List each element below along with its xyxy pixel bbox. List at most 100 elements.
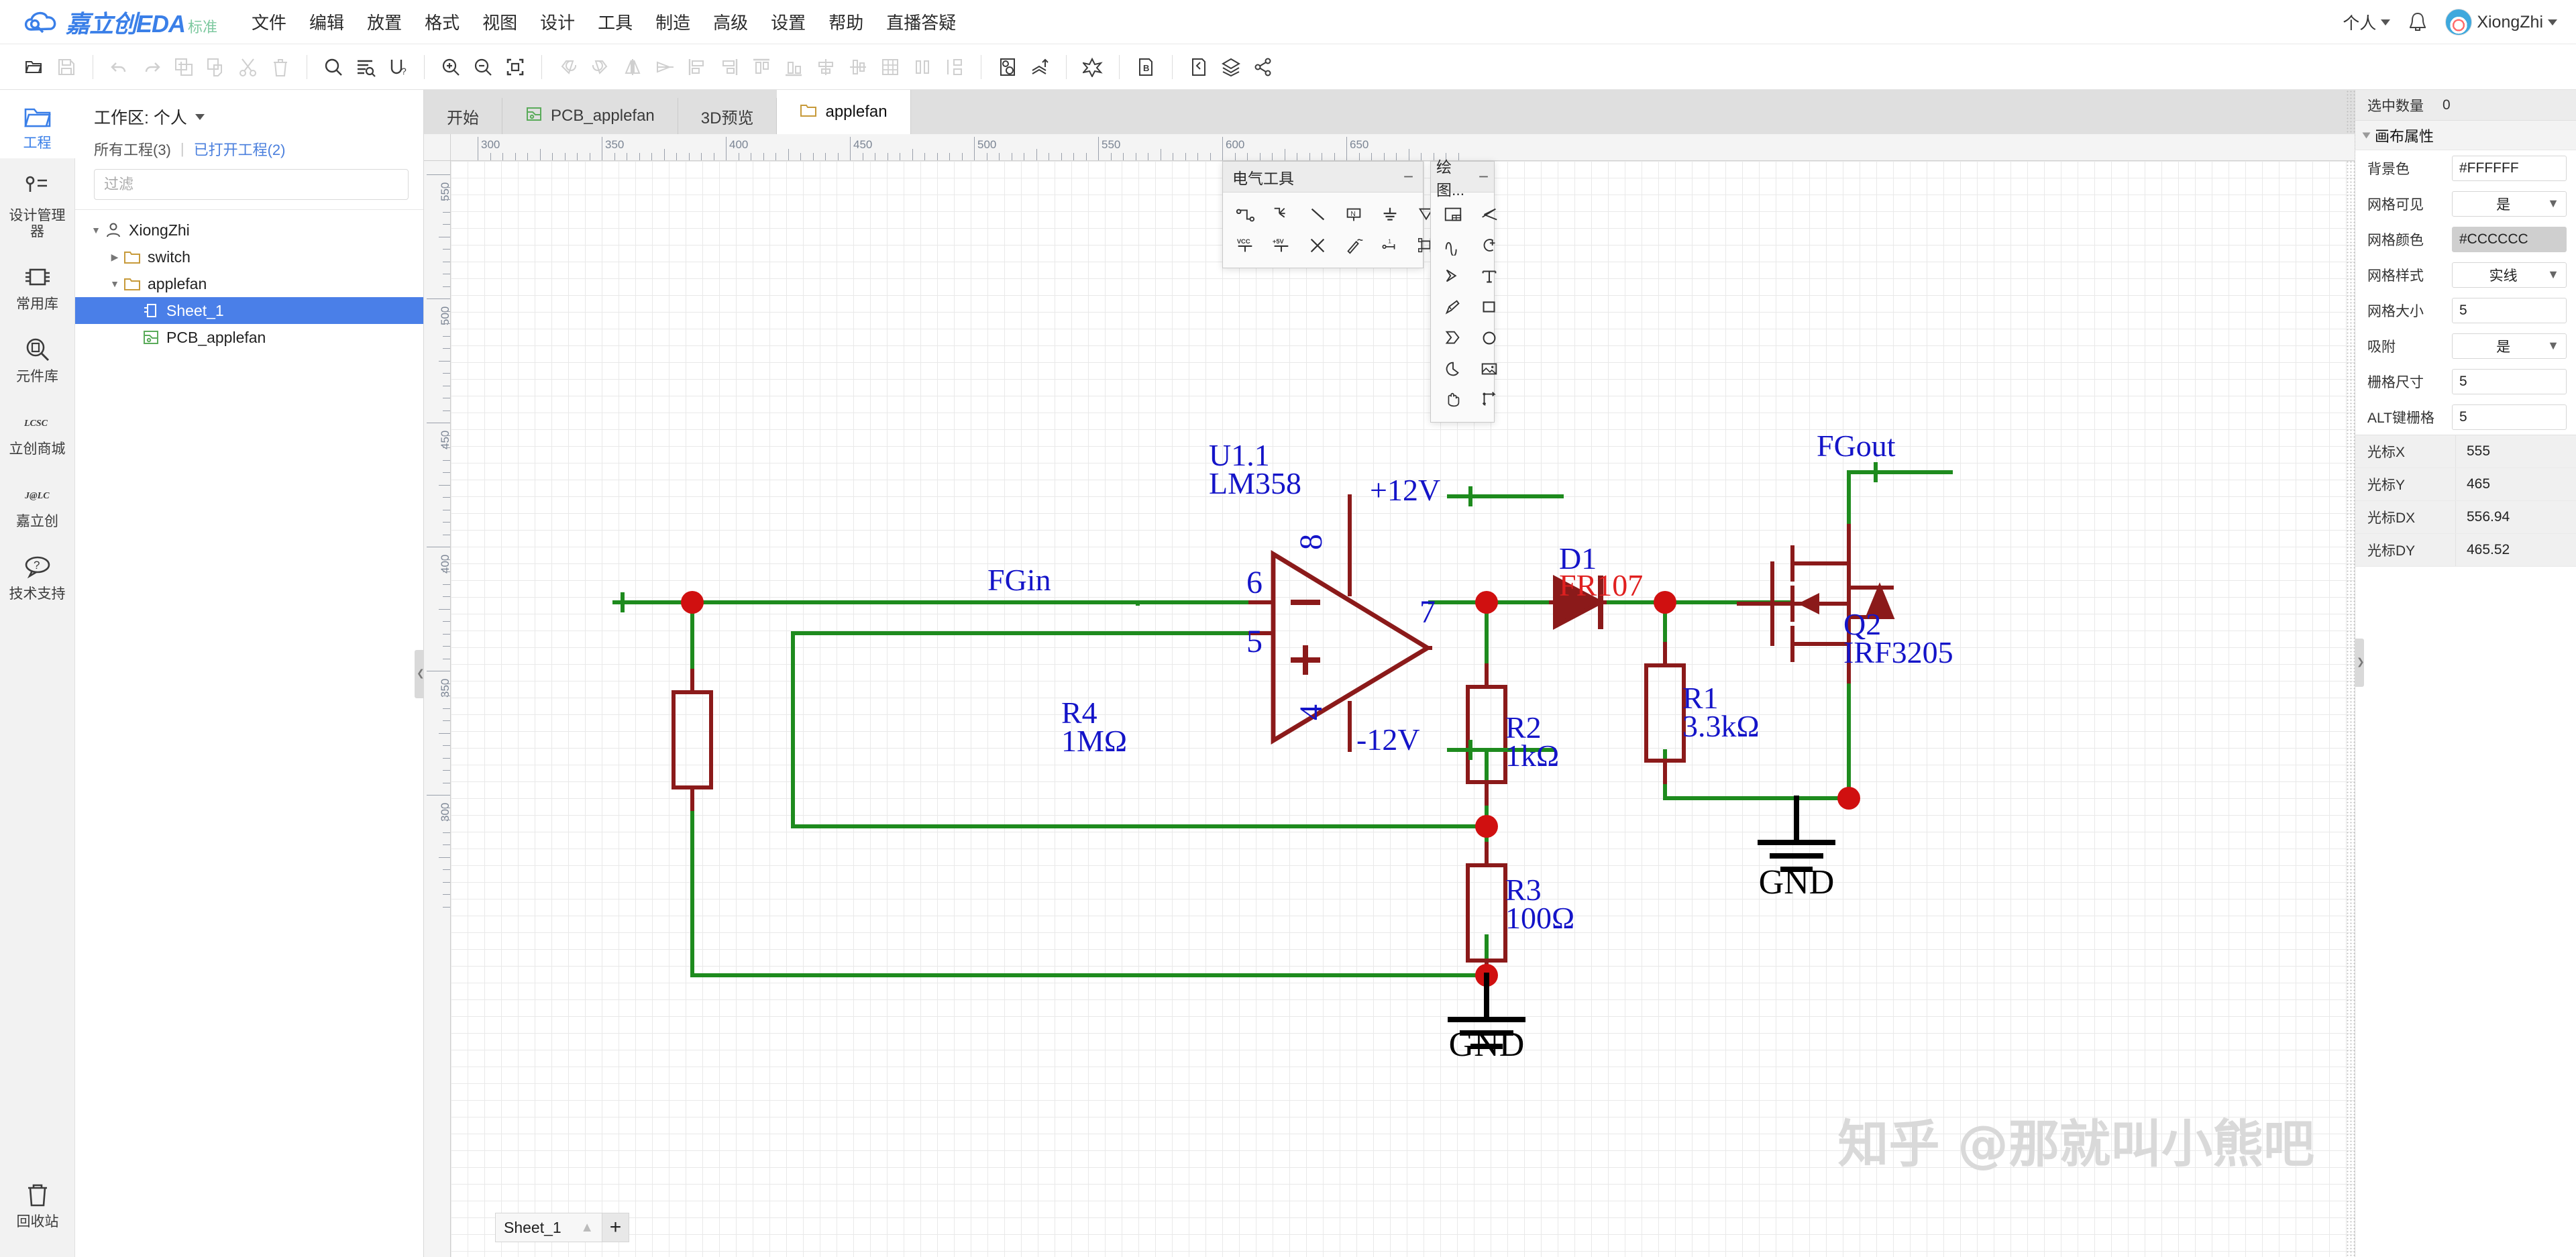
- user-menu[interactable]: XiongZhi: [2445, 9, 2557, 36]
- tree-node-sheet_1[interactable]: Sheet_1: [75, 297, 423, 324]
- properties-resize-grip[interactable]: [2346, 90, 2355, 1257]
- rail-item-0[interactable]: 设计管理器: [0, 158, 75, 247]
- filter-box[interactable]: [94, 169, 409, 200]
- open-folder-icon[interactable]: [19, 52, 50, 83]
- value-r1[interactable]: 3.3kΩ: [1682, 709, 1760, 743]
- image-export-icon[interactable]: [992, 52, 1023, 83]
- arc-icon[interactable]: [1471, 230, 1507, 261]
- gnd-label-right[interactable]: GND: [1759, 863, 1835, 901]
- menu-10[interactable]: 帮助: [828, 13, 864, 33]
- document-tab-3[interactable]: applefan: [777, 90, 911, 134]
- value-r2[interactable]: 1kΩ: [1505, 739, 1559, 773]
- recycle-bin-button[interactable]: 回收站: [0, 1179, 75, 1237]
- layers-up-icon[interactable]: [1024, 52, 1055, 83]
- tree-node-switch[interactable]: switch: [75, 243, 423, 270]
- menu-4[interactable]: 视图: [482, 13, 518, 33]
- netlabel-icon[interactable]: N: [1336, 199, 1372, 230]
- menu-8[interactable]: 高级: [713, 13, 749, 33]
- arrow-icon[interactable]: [1435, 261, 1471, 292]
- property-color-2[interactable]: #CCCCCC: [2452, 226, 2567, 252]
- tree-node-applefan[interactable]: applefan: [75, 270, 423, 297]
- designator-u11[interactable]: U1.1: [1209, 438, 1270, 472]
- document-tab-0[interactable]: 开始: [424, 98, 502, 134]
- part-irf3205[interactable]: IRF3205: [1843, 635, 1953, 669]
- filter-input[interactable]: [104, 176, 398, 193]
- property-input-0[interactable]: #FFFFFF: [2452, 155, 2567, 181]
- document-tab-2[interactable]: 3D预览: [678, 98, 777, 134]
- document-tab-1[interactable]: PCB_applefan: [502, 98, 678, 134]
- share-icon[interactable]: [1248, 52, 1279, 83]
- minimize-icon[interactable]: −: [1478, 166, 1489, 186]
- bezier-icon[interactable]: [1435, 230, 1471, 261]
- designator-r4[interactable]: R4: [1061, 696, 1097, 730]
- menu-9[interactable]: 设置: [771, 13, 806, 33]
- zoom-out-icon[interactable]: [468, 52, 498, 83]
- find-list-icon[interactable]: [350, 52, 381, 83]
- text-icon[interactable]: [1471, 261, 1507, 292]
- value-r4[interactable]: 1MΩ: [1061, 724, 1127, 758]
- vcc-flag-icon[interactable]: VCC: [1227, 230, 1263, 261]
- pencil-icon[interactable]: [1435, 292, 1471, 323]
- pin-8[interactable]: 8: [1293, 534, 1329, 550]
- pin-tool-icon[interactable]: 1: [1372, 230, 1408, 261]
- menu-11[interactable]: 直播答疑: [886, 13, 957, 33]
- rail-item-5[interactable]: ?技术支持: [0, 537, 75, 609]
- property-select-3[interactable]: 实线▼: [2452, 262, 2567, 288]
- designator-r2[interactable]: R2: [1505, 710, 1542, 745]
- account-scope-dropdown[interactable]: 个人: [2343, 10, 2391, 34]
- add-sheet-button[interactable]: +: [602, 1213, 629, 1242]
- workspace-dropdown[interactable]: 工作区: 个人: [75, 90, 423, 138]
- property-input-7[interactable]: 5: [2452, 404, 2567, 430]
- bus-entry-icon[interactable]: [1299, 199, 1336, 230]
- designator-r3[interactable]: R3: [1505, 873, 1542, 907]
- polyline-icon[interactable]: [1471, 199, 1507, 230]
- net-label-fgout[interactable]: FGout: [1817, 429, 1896, 463]
- image-icon[interactable]: [1471, 353, 1507, 384]
- power-minus12v[interactable]: -12V: [1356, 722, 1420, 757]
- drawing-palette-header[interactable]: 绘图... −: [1431, 158, 1494, 199]
- pin-6[interactable]: 6: [1246, 565, 1263, 600]
- part-fr107[interactable]: FR107: [1559, 568, 1643, 602]
- pie-icon[interactable]: [1435, 353, 1471, 384]
- property-select-1[interactable]: 是▼: [2452, 190, 2567, 217]
- canvas-frame-icon[interactable]: [1435, 199, 1471, 230]
- rectangle-icon[interactable]: [1471, 292, 1507, 323]
- polygon-icon[interactable]: [1435, 323, 1471, 353]
- v5-flag-icon[interactable]: +5V: [1263, 230, 1299, 261]
- menu-6[interactable]: 工具: [598, 13, 633, 33]
- properties-collapse-handle[interactable]: [2355, 638, 2365, 687]
- designator-q2[interactable]: Q2: [1843, 607, 1881, 641]
- search-icon[interactable]: [318, 52, 349, 83]
- tree-toggle-icon[interactable]: [107, 278, 122, 289]
- project-panel-collapse-handle[interactable]: [415, 650, 425, 699]
- notifications-button[interactable]: [2408, 11, 2428, 33]
- menu-7[interactable]: 制造: [655, 13, 691, 33]
- menu-5[interactable]: 设计: [540, 13, 576, 33]
- power-plus12v[interactable]: +12V: [1370, 473, 1440, 507]
- bom-icon[interactable]: B: [1130, 52, 1161, 83]
- rail-item-2[interactable]: 元件库: [0, 319, 75, 392]
- zoom-fit-icon[interactable]: [500, 52, 531, 83]
- wire-tool-icon[interactable]: [1227, 199, 1263, 230]
- netport-icon[interactable]: [1408, 199, 1444, 230]
- value-r3[interactable]: 100Ω: [1505, 901, 1574, 935]
- convert-pcb-icon[interactable]: [1183, 52, 1214, 83]
- part-lm358[interactable]: LM358: [1209, 466, 1301, 500]
- axis-origin-icon[interactable]: [1471, 384, 1507, 415]
- no-connect-icon[interactable]: [1299, 230, 1336, 261]
- circle-icon[interactable]: [1471, 323, 1507, 353]
- pin-5[interactable]: 5: [1246, 624, 1263, 659]
- probe-icon[interactable]: [1336, 230, 1372, 261]
- property-select-5[interactable]: 是▼: [2452, 333, 2567, 359]
- pin-7[interactable]: 7: [1419, 594, 1436, 630]
- tree-node-xiongzhi[interactable]: XiongZhi: [75, 217, 423, 243]
- property-input-4[interactable]: 5: [2452, 297, 2567, 323]
- menu-1[interactable]: 编辑: [309, 13, 345, 33]
- menu-0[interactable]: 文件: [252, 13, 287, 33]
- tree-node-pcb_applefan[interactable]: PCB_applefan: [75, 324, 423, 351]
- designator-d1[interactable]: D1: [1559, 541, 1597, 576]
- magic-wand-icon[interactable]: [1077, 52, 1108, 83]
- rail-item-project[interactable]: 工程: [0, 90, 75, 158]
